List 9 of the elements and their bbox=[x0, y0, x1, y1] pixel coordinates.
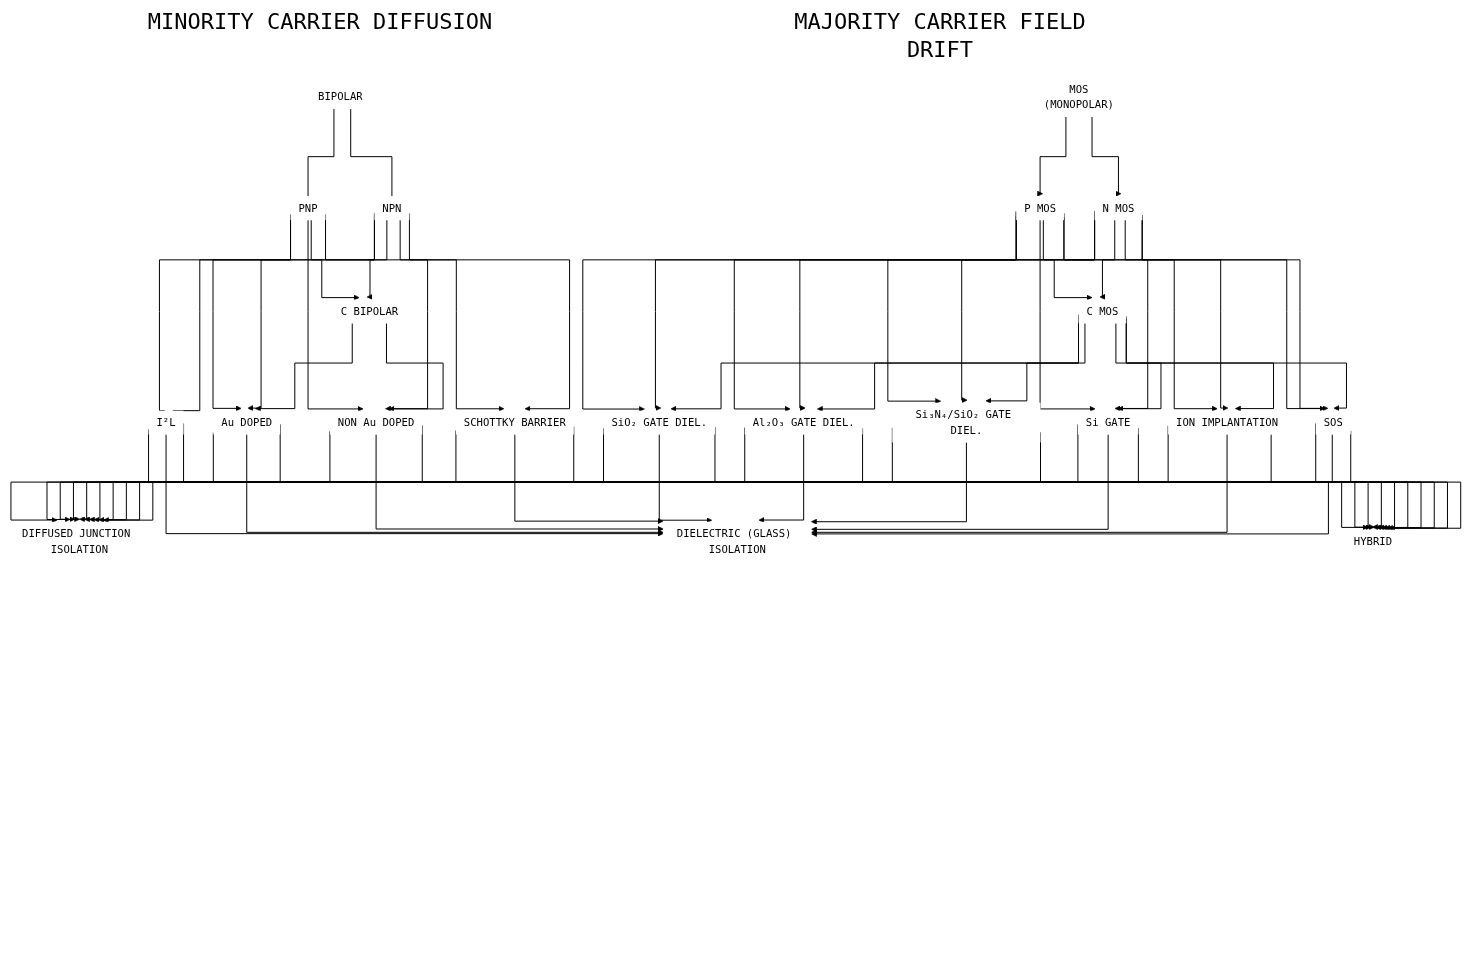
column-heading: MINORITY CARRIER DIFFUSION bbox=[146, 8, 494, 36]
node-text: C BIPOLAR bbox=[340, 304, 399, 318]
node-text: MOS (MONOPOLAR) bbox=[1043, 82, 1114, 112]
node-text: DIELECTRIC (GLASS) ISOLATION bbox=[676, 527, 792, 556]
node-text: BIPOLAR bbox=[318, 90, 363, 104]
column-heading: MAJORITY CARRIER FIELD DRIFT bbox=[793, 8, 1087, 64]
connector bbox=[307, 108, 335, 197]
node-text: DIFFUSED JUNCTION ISOLATION bbox=[22, 527, 131, 556]
connector bbox=[350, 108, 393, 197]
